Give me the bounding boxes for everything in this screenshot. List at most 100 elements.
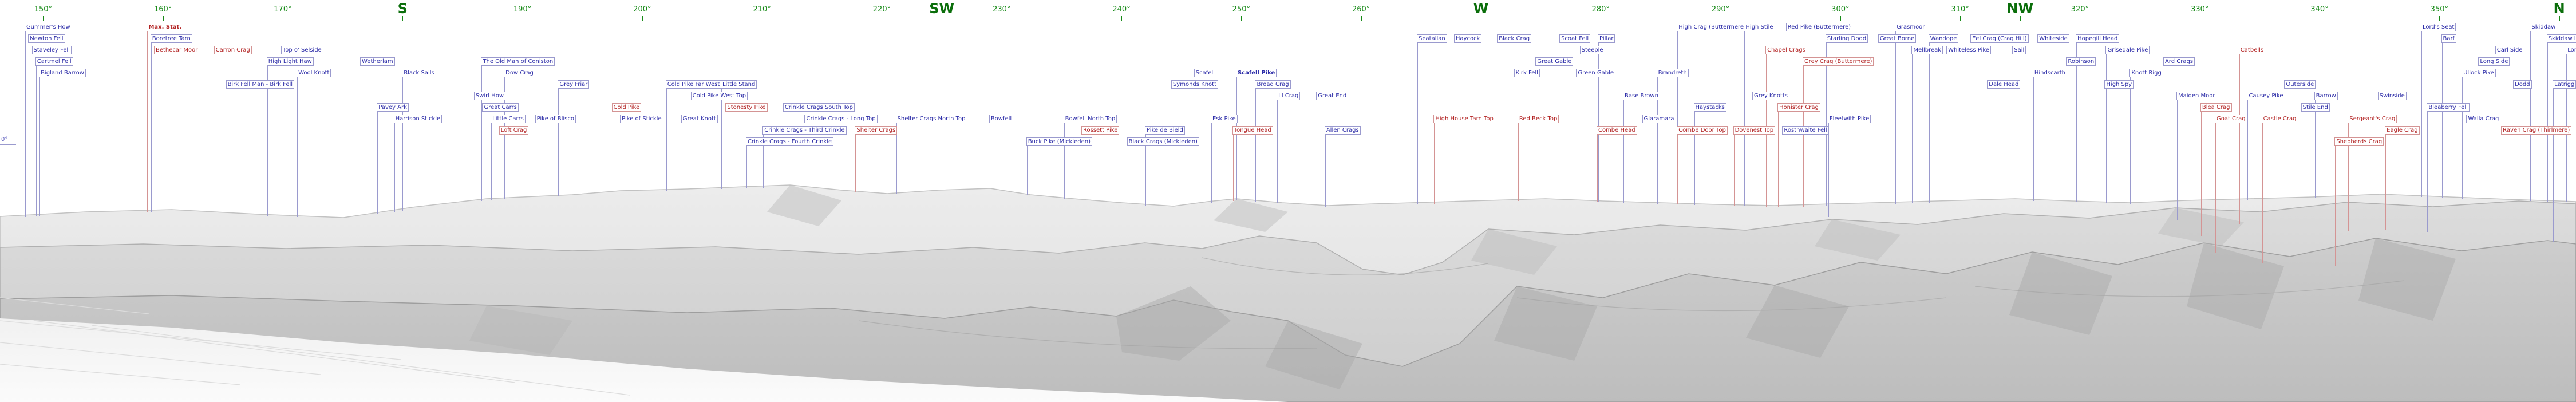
degree-label: 250° [1232, 5, 1251, 14]
peak-label: Dow Crag [504, 69, 535, 77]
peak-label: Ard Crags [2163, 57, 2195, 66]
degree-label: 220° [872, 5, 891, 14]
peak-leader-line [1026, 146, 1028, 195]
peak-label: Honister Crag [1777, 103, 1820, 112]
peak-leader-line [666, 89, 667, 191]
peak-leader-line [2176, 100, 2178, 220]
peak-label: Crinkle Crags - Fourth Crinkle [745, 137, 834, 146]
peak-label: Whiteless Pike [1946, 46, 1991, 54]
peak-label: Great Borne [1878, 34, 1917, 43]
peak-leader-line [2427, 112, 2428, 232]
peak-label: Esk Pike [1211, 115, 1238, 123]
peak-label: Steeple [1579, 46, 1605, 54]
peak-leader-line [1929, 43, 1930, 203]
peak-label: Combe Door Top [1677, 126, 1728, 135]
peak-label: Crinkle Crags - Long Top [804, 115, 878, 123]
peak-label: Black Sails [402, 69, 436, 77]
peak-label: Carron Crag [214, 46, 252, 54]
peak-label: Scoat Fell [1559, 34, 1591, 43]
degree-label: 290° [1711, 5, 1730, 14]
peak-label: Black Crag [1497, 34, 1532, 43]
compass-tick [1241, 16, 1242, 21]
peak-leader-line [558, 89, 559, 196]
peak-leader-line [1064, 123, 1065, 199]
peak-label: Green Gable [1576, 69, 1615, 77]
peak-label: Top o' Selside [280, 46, 323, 54]
peak-label: Dale Head [1987, 80, 2021, 89]
peak-label: Great Carrs [482, 103, 519, 112]
peak-label: Ill Crag [1277, 92, 1301, 100]
zero-elevation-line [0, 144, 16, 145]
peak-leader-line [2247, 100, 2249, 201]
peak-leader-line [2335, 146, 2336, 266]
cardinal-label: SW [929, 1, 954, 17]
peak-leader-line [1211, 123, 1212, 203]
peak-label: High Crag (Buttermere) [1677, 23, 1748, 31]
degree-label: 170° [274, 5, 292, 14]
peak-label: Maiden Moor [2176, 92, 2217, 100]
peak-leader-line [2262, 123, 2263, 263]
compass-tick [1840, 16, 1841, 21]
peak-label: Haystacks [1693, 103, 1726, 112]
peak-leader-line [763, 135, 764, 188]
compass-tick [163, 16, 164, 21]
peak-label: Causey Pike [2247, 92, 2285, 100]
peak-leader-line [2441, 43, 2443, 198]
degree-label: 150° [34, 5, 53, 14]
peak-label: Shelter Crags North Top [895, 115, 967, 123]
cardinal-label: NW [2006, 1, 2034, 17]
degree-label: 300° [1831, 5, 1850, 14]
peak-leader-line [2200, 112, 2202, 237]
peak-leader-line [1828, 123, 1829, 218]
peak-label: Long Side [2478, 57, 2510, 66]
cardinal-label: N [2553, 1, 2565, 17]
compass-tick [642, 16, 643, 21]
peak-leader-line [25, 31, 26, 217]
degree-label: 240° [1112, 5, 1131, 14]
peak-label: Dovenest Top [1733, 126, 1776, 135]
peak-label: Ullock Pike [2462, 69, 2496, 77]
peak-label: Barf [2441, 34, 2457, 43]
peak-leader-line [2385, 135, 2387, 231]
peak-label: Combe Head [1596, 126, 1637, 135]
peak-label: Pillar [1598, 34, 1615, 43]
peak-leader-line [377, 112, 378, 215]
peak-label: Great Gable [1535, 57, 1574, 66]
peak-label: Pike of Blisco [535, 115, 576, 123]
peak-label: Crinkle Crags South Top [783, 103, 855, 112]
peak-label: Pavey Ark [377, 103, 409, 112]
peak-label: High Spy [2104, 80, 2134, 89]
peak-leader-line [2348, 123, 2349, 231]
peak-label: Eagle Crag [2385, 126, 2420, 135]
compass-tick [1361, 16, 1362, 21]
degree-label: 230° [993, 5, 1011, 14]
compass-tick [2020, 16, 2021, 21]
peak-leader-line [1623, 100, 1624, 203]
peak-label: Boretree Tarn [150, 34, 192, 43]
peak-leader-line [2106, 54, 2107, 203]
peak-label: Mellbreak [1911, 46, 1943, 54]
peak-label: Rossett Pike [1081, 126, 1120, 135]
peak-label: Hindscarth [2032, 69, 2068, 77]
degree-label: 340° [2310, 5, 2329, 14]
peak-leader-line [1694, 112, 1695, 205]
peak-label: Crinkle Crags - Third Crinkle [762, 126, 847, 135]
peak-leader-line [746, 146, 747, 188]
degree-label: 190° [513, 5, 532, 14]
degree-label: 350° [2430, 5, 2449, 14]
compass-tick [2559, 16, 2560, 21]
peak-label: Stonesty Pike [725, 103, 768, 112]
peak-label: Eel Crag (Crag Hill) [1970, 34, 2029, 43]
peak-leader-line [394, 123, 395, 212]
peak-leader-line [1744, 31, 1745, 207]
peak-label: Stile End [2301, 103, 2330, 112]
peak-leader-line [151, 43, 152, 213]
peak-leader-line [1895, 31, 1897, 204]
peak-leader-line [2530, 31, 2531, 202]
peak-leader-line [1803, 66, 1804, 207]
peak-label: Cold Pike [611, 103, 642, 112]
peak-label: Red Pike (Buttermere) [1785, 23, 1853, 31]
near-ridge [0, 238, 2576, 402]
peak-label: Buck Pike (Mickleden) [1026, 137, 1092, 146]
